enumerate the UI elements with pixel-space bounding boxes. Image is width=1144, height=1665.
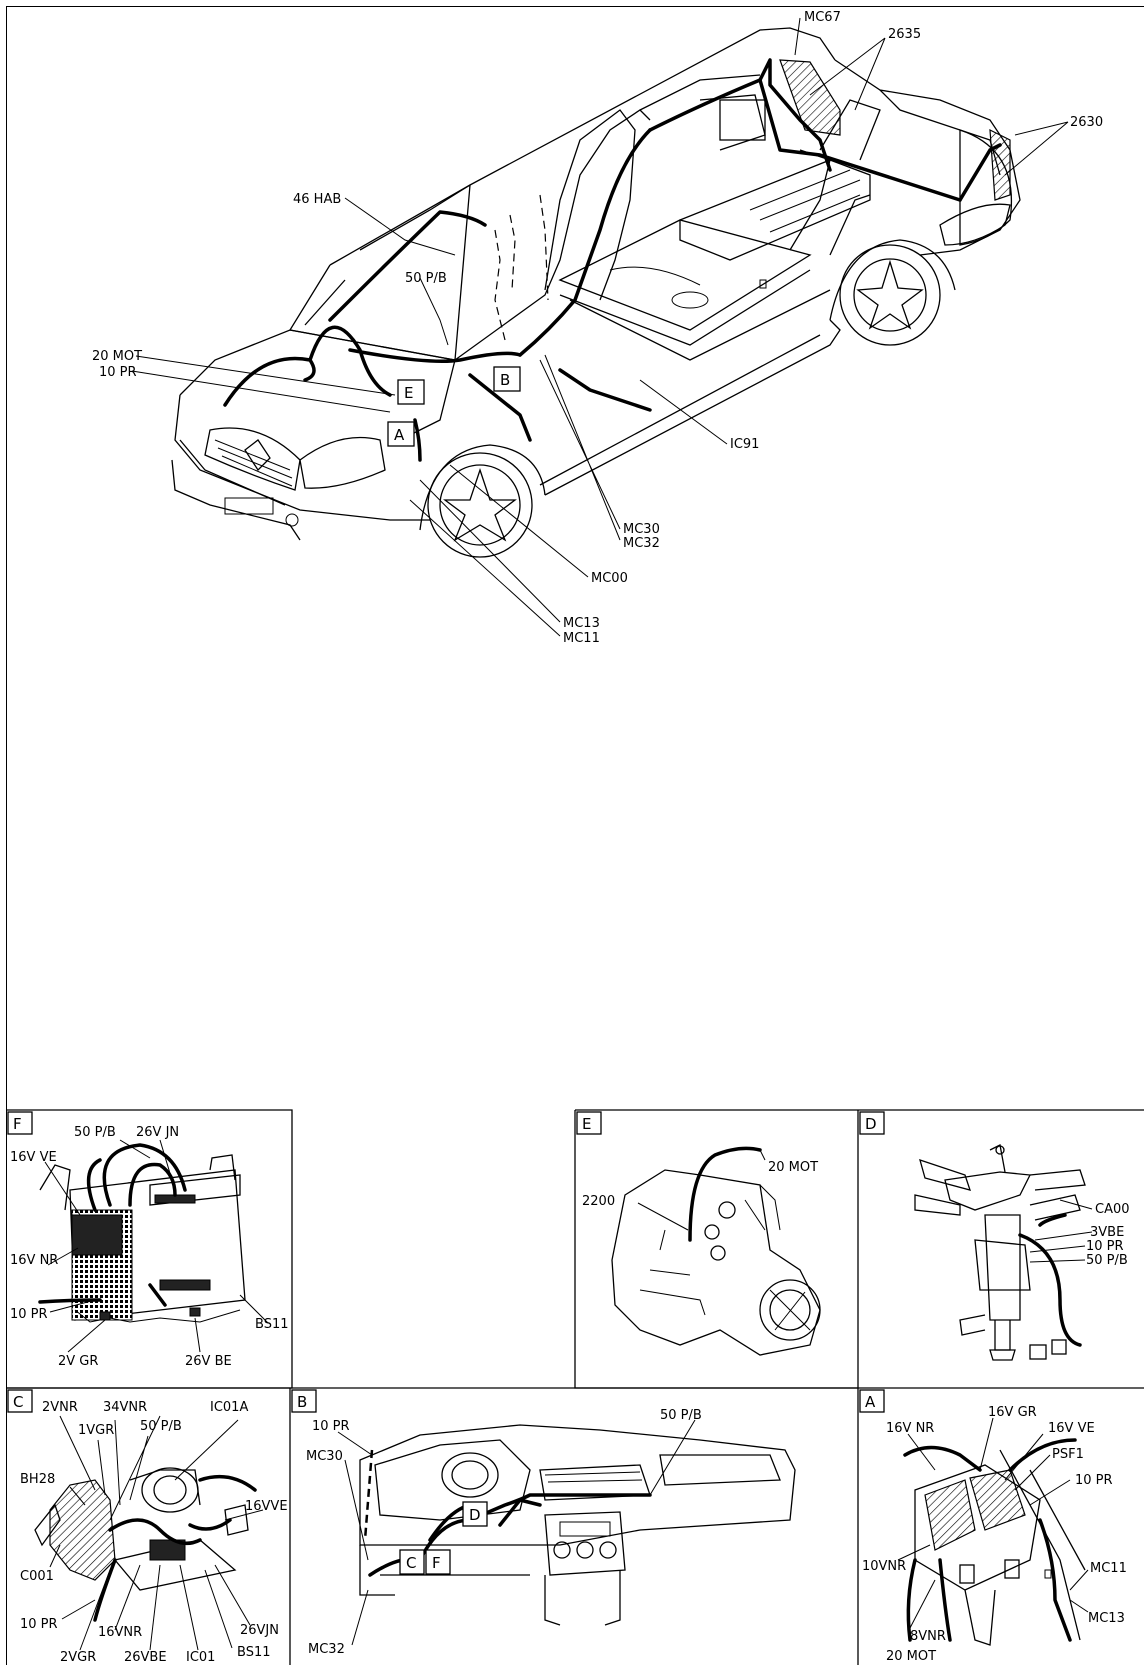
label-b: B (500, 371, 510, 389)
c-label-26vjn: 26VJN (240, 1623, 279, 1638)
c-label-bs11: BS11 (237, 1645, 270, 1660)
d-label-10-pr: 10 PR (1086, 1239, 1124, 1254)
label-mc13: MC13 (563, 616, 600, 631)
a-label-8vnr: 8VNR (910, 1629, 946, 1644)
c-label-1vgr: 1VGR (78, 1423, 114, 1438)
label-letter: D (865, 1115, 877, 1133)
c-label-ic01: IC01 (186, 1650, 215, 1665)
c-label-ic01a: IC01A (210, 1400, 248, 1415)
label-letter: E (582, 1115, 591, 1133)
label-letter: F (13, 1115, 22, 1133)
panel-b: B C F D (291, 1389, 796, 1657)
b-label-50-pb: 50 P/B (660, 1408, 702, 1423)
f-label-50-pb: 50 P/B (74, 1125, 116, 1140)
f-label-bs11: BS11 (255, 1317, 288, 1332)
panel-e: E 20 MOT 2200 (576, 1111, 821, 1356)
callout-d: D (462, 1501, 488, 1527)
c-label-c001: C001 (20, 1569, 54, 1584)
label-50-pb: 50 P/B (405, 271, 447, 286)
b-label-10-pr: 10 PR (312, 1419, 350, 1434)
a-label-10-pr: 10 PR (1075, 1473, 1113, 1488)
main-harness (223, 58, 1002, 462)
label-mc00: MC00 (591, 571, 628, 586)
f-label-10-pr: 10 PR (10, 1307, 48, 1322)
label-letter: B (297, 1393, 307, 1411)
b-label-mc30: MC30 (306, 1449, 343, 1464)
a-label-16v-gr: 16V GR (988, 1405, 1037, 1420)
label-2630: 2630 (1070, 115, 1103, 130)
a-label-mc11: MC11 (1090, 1561, 1127, 1576)
a-label-16v-ve: 16V VE (1048, 1421, 1095, 1436)
callout-b: B (493, 366, 521, 392)
label-letter: C (13, 1393, 23, 1411)
panel-d: D CA00 3VBE 10 PR 50 P/B (859, 1111, 1130, 1361)
label-10-pr: 10 PR (99, 365, 137, 380)
c-label-26vbe: 26VBE (124, 1650, 167, 1665)
label-ic91: IC91 (730, 437, 759, 452)
a-label-mc13: MC13 (1088, 1611, 1125, 1626)
label-c: C (406, 1554, 416, 1572)
c-label-50-pb: 50 P/B (140, 1419, 182, 1434)
label-d: D (469, 1506, 481, 1524)
a-label-psf1: PSF1 (1052, 1447, 1084, 1462)
c-label-16vve: 16VVE (245, 1499, 288, 1514)
callout-f: F (425, 1549, 451, 1575)
car-body-outline (171, 27, 1021, 558)
a-label-20-mot: 20 MOT (886, 1649, 936, 1664)
label-f: F (432, 1554, 441, 1572)
label-mc67: MC67 (804, 10, 841, 25)
label-mc30: MC30 (623, 522, 660, 537)
a-label-16v-nr: 16V NR (886, 1421, 934, 1436)
drawing-frame (6, 6, 1144, 1665)
b-label-mc32: MC32 (308, 1642, 345, 1657)
f-label-26v-be: 26V BE (185, 1354, 232, 1369)
label-mc11: MC11 (563, 631, 600, 646)
main-leader-lines (131, 17, 1069, 637)
part-2635 (779, 59, 841, 136)
c-label-16vnr: 16VNR (98, 1625, 142, 1640)
d-label-ca00: CA00 (1095, 1202, 1130, 1217)
d-label-50-pb: 50 P/B (1086, 1253, 1128, 1268)
label-e: E (404, 384, 413, 402)
c-label-2vnr: 2VNR (42, 1400, 78, 1415)
c-label-bh28: BH28 (20, 1472, 55, 1487)
callout-a: A (387, 421, 415, 447)
label-20-mot: 20 MOT (92, 349, 142, 364)
c-label-34vnr: 34VNR (103, 1400, 147, 1415)
label-46-hab: 46 HAB (293, 192, 341, 207)
e-label-2200: 2200 (582, 1194, 615, 1209)
panel-a: A 16V GR 16V NR 16V VE PSF1 10 PR 10VNR … (859, 1389, 1127, 1664)
f-label-26v-jn: 26V JN (136, 1125, 179, 1140)
panel-f: F 50 P/B 26V JN 16V VE 16V NR 10 PR 2V G… (7, 1111, 288, 1369)
d-label-3vbe: 3VBE (1090, 1225, 1124, 1240)
label-2635: 2635 (888, 27, 921, 42)
main-car-view: A B E MC67 2635 2630 46 HAB 50 (92, 10, 1103, 646)
callout-c: C (399, 1549, 425, 1575)
e-label-20-mot: 20 MOT (768, 1160, 818, 1175)
f-label-16v-nr: 16V NR (10, 1253, 58, 1268)
a-label-10vnr: 10VNR (862, 1559, 906, 1574)
label-mc32: MC32 (623, 536, 660, 551)
callout-e: E (397, 379, 425, 405)
f-label-16v-ve: 16V VE (10, 1150, 57, 1165)
label-letter: A (865, 1393, 876, 1411)
part-2630 (989, 128, 1011, 201)
f-label-2v-gr: 2V GR (58, 1354, 98, 1369)
panel-grid (6, 1109, 1144, 1665)
c-label-10-pr: 10 PR (20, 1617, 58, 1632)
c-label-2vgr: 2VGR (60, 1650, 96, 1665)
label-a: A (394, 426, 405, 444)
panel-c: C 2VNR 34VNR IC01A 1VGR 5 (7, 1389, 288, 1665)
